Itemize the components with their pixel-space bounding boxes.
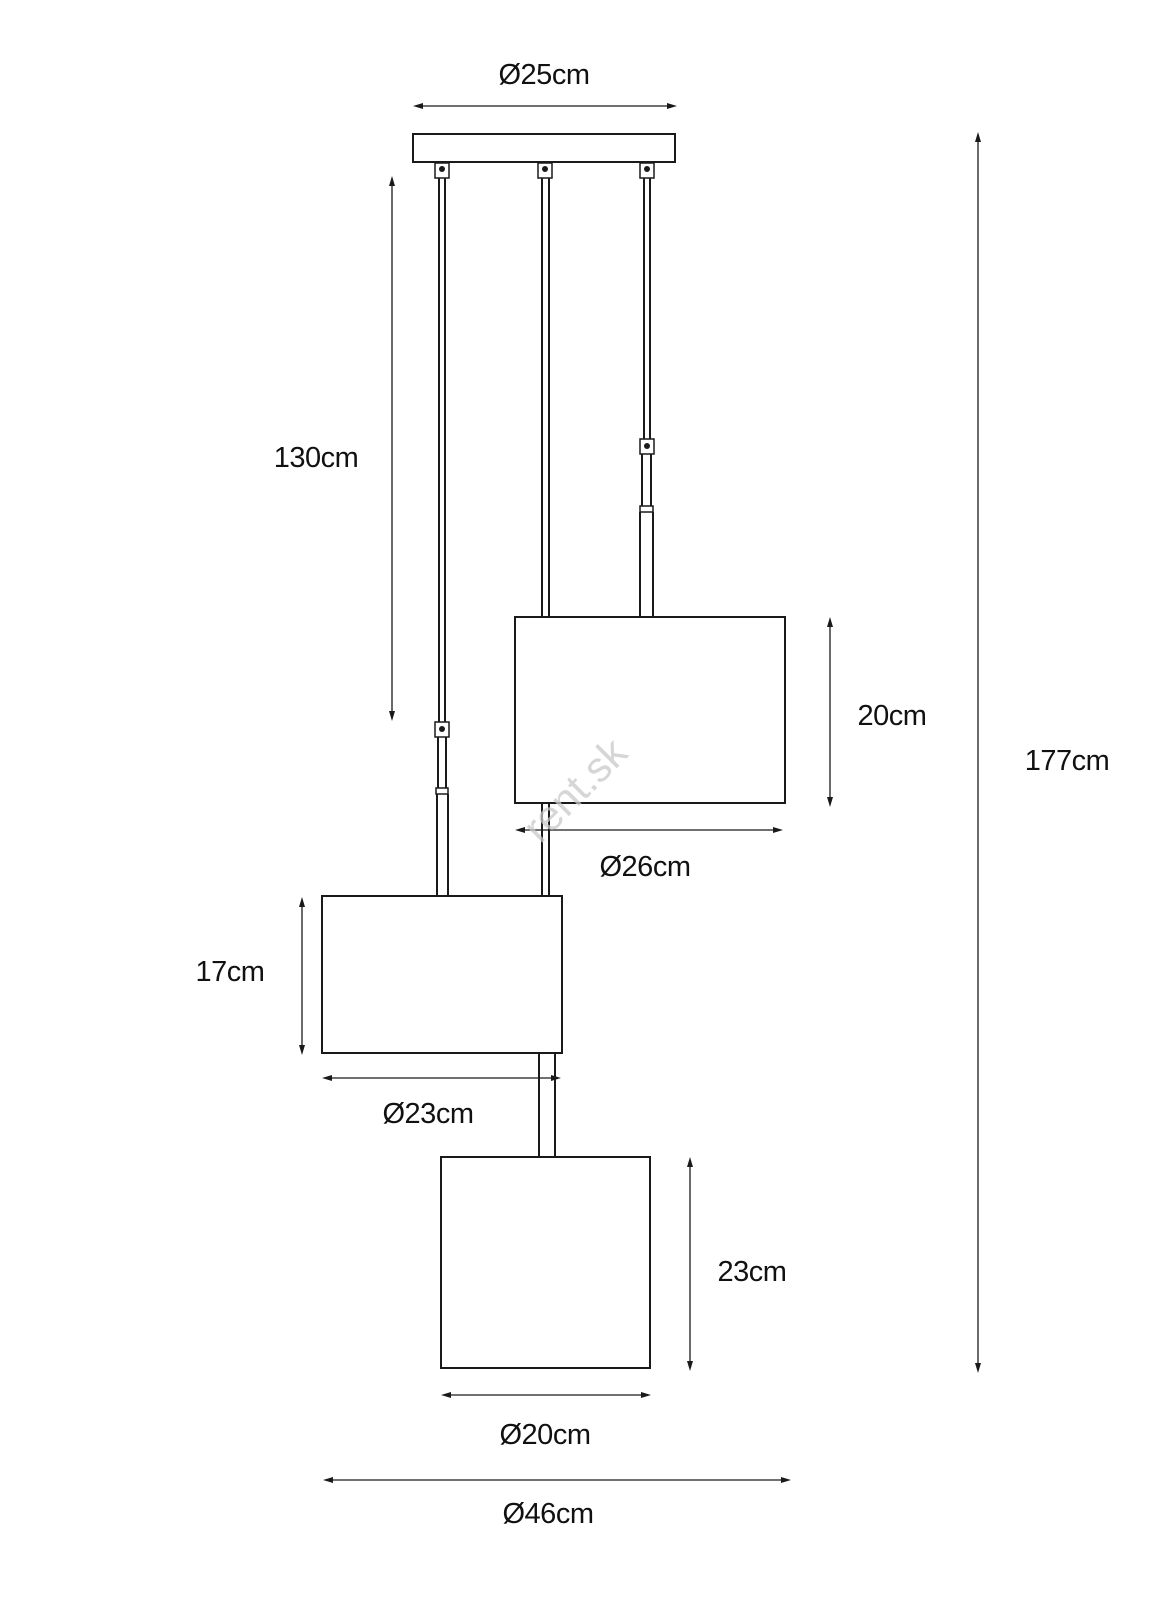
dim-shade-left-diameter bbox=[322, 1075, 561, 1081]
cable-right bbox=[639, 178, 655, 617]
label-overall-diameter: Ø46cm bbox=[503, 1498, 594, 1530]
dim-shade-bottom-height bbox=[687, 1157, 693, 1371]
clamp-screw-middle bbox=[542, 166, 548, 172]
cable-left bbox=[434, 178, 450, 896]
label-shade-right-diameter: Ø26cm bbox=[600, 851, 691, 883]
shade-left bbox=[321, 895, 563, 1054]
shade-right bbox=[514, 616, 786, 804]
dim-shade-bottom-diameter bbox=[441, 1392, 651, 1398]
label-shade-right-height: 20cm bbox=[858, 700, 927, 732]
dim-total-height bbox=[975, 132, 981, 1373]
label-shade-left-diameter: Ø23cm bbox=[383, 1098, 474, 1130]
label-cable-length: 130cm bbox=[274, 442, 359, 474]
clamp-screw-right bbox=[644, 166, 650, 172]
clamp-screw-left bbox=[439, 166, 445, 172]
label-shade-bottom-diameter: Ø20cm bbox=[500, 1419, 591, 1451]
ceiling-canopy bbox=[412, 133, 676, 163]
dim-shade-left-height bbox=[299, 897, 305, 1055]
dim-shade-right-height bbox=[827, 617, 833, 807]
shade-bottom bbox=[440, 1156, 651, 1369]
label-shade-bottom-height: 23cm bbox=[718, 1256, 787, 1288]
label-shade-left-height: 17cm bbox=[196, 956, 265, 988]
dim-cable-length bbox=[389, 176, 395, 721]
label-canopy-diameter: Ø25cm bbox=[499, 59, 590, 91]
dim-canopy-diameter bbox=[413, 103, 677, 109]
label-total-height: 177cm bbox=[1025, 745, 1110, 777]
dim-overall-diameter bbox=[323, 1477, 791, 1483]
dim-shade-right-diameter bbox=[515, 827, 783, 833]
